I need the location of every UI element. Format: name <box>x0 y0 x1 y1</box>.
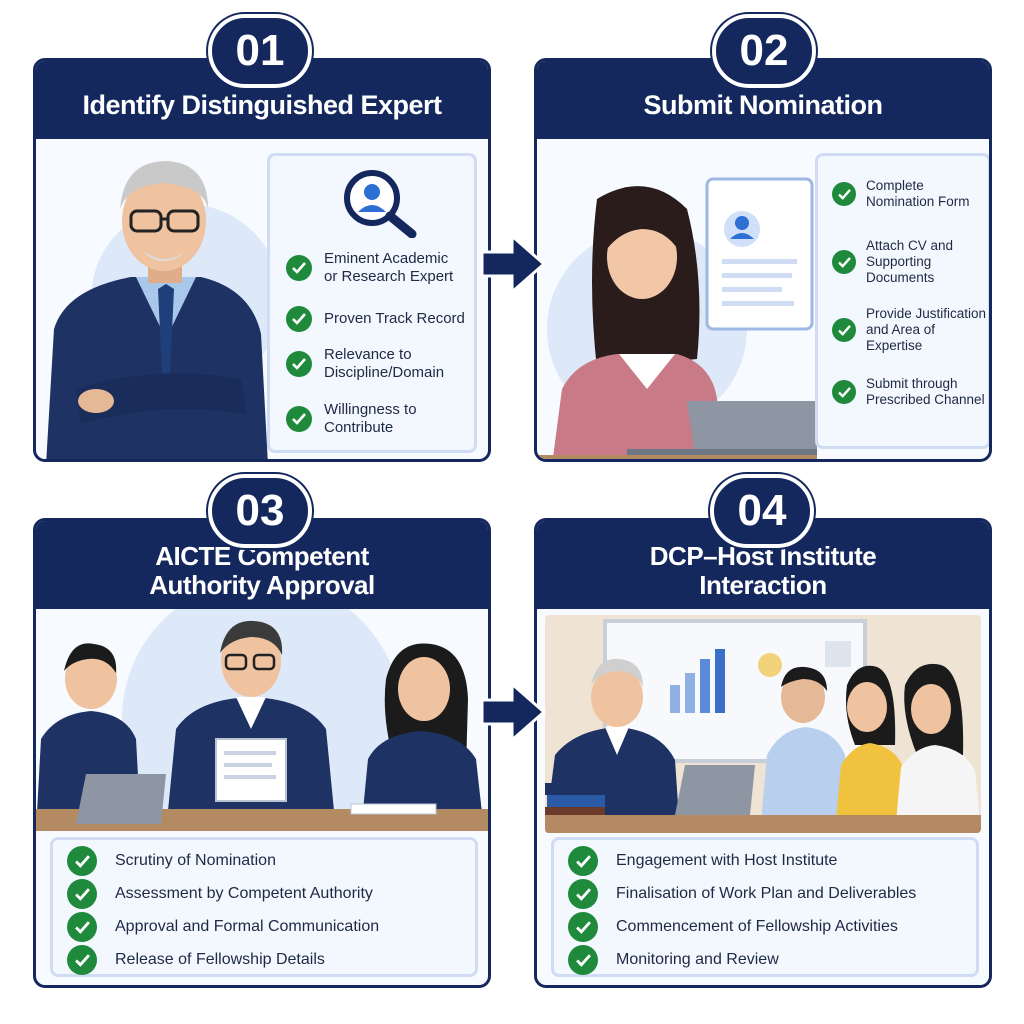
step-4-number: 04 <box>737 486 787 535</box>
check-icon <box>67 912 97 942</box>
step-4-title-line2: Interaction <box>699 570 827 600</box>
applicant-laptop-illustration <box>537 139 817 459</box>
nomination-line: and Area of Expertise <box>866 322 936 354</box>
step-4-header: DCP–Host Institute Interaction <box>537 521 989 609</box>
approval-item: Approval and Formal Communication <box>67 912 379 942</box>
arrow-right-icon <box>480 232 547 296</box>
criteria-line: Willingness to <box>324 401 417 418</box>
step-2-card: Submit Nomination <box>534 58 992 462</box>
nomination-line: Complete <box>866 178 924 193</box>
interaction-item: Finalisation of Work Plan and Deliverabl… <box>568 879 916 909</box>
criteria-line: or Research Expert <box>324 268 454 285</box>
approval-meeting-illustration <box>36 609 488 831</box>
approval-line: Scrutiny of Nomination <box>115 852 276 870</box>
step-2-number: 02 <box>739 26 789 75</box>
step-1-title: Identify Distinguished Expert <box>82 89 442 120</box>
approval-item: Assessment by Competent Authority <box>67 879 373 909</box>
search-user-icon <box>340 168 422 243</box>
step-4-number-badge: 04 <box>710 474 814 548</box>
step-3-card: AICTE Competent Authority Approval <box>33 518 491 988</box>
criteria-line: Contribute <box>324 419 394 436</box>
check-icon <box>286 406 312 432</box>
step-3-number: 03 <box>235 486 285 535</box>
check-icon <box>286 351 312 377</box>
nomination-line: Nomination Form <box>866 194 970 210</box>
check-icon <box>568 879 598 909</box>
interaction-item: Engagement with Host Institute <box>568 846 837 876</box>
step-3-title-line2: Authority Approval <box>149 570 375 600</box>
step-1-number: 01 <box>235 26 285 75</box>
criteria-line: Proven Track Record <box>324 310 465 327</box>
nomination-line: Attach CV and <box>866 238 954 253</box>
step-1-number-badge: 01 <box>208 14 312 88</box>
nomination-line: Supporting Documents <box>866 254 935 286</box>
step-4-card: DCP–Host Institute Interaction <box>534 518 992 988</box>
check-icon <box>286 306 312 332</box>
interaction-item: Commencement of Fellowship Activities <box>568 912 898 942</box>
step-3-header: AICTE Competent Authority Approval <box>36 521 488 609</box>
check-icon <box>832 250 856 275</box>
interaction-line: Commencement of Fellowship Activities <box>616 918 898 936</box>
check-icon <box>568 945 598 975</box>
step-2-title: Submit Nomination <box>643 89 883 120</box>
check-icon <box>832 380 856 405</box>
senior-expert-illustration <box>36 139 268 459</box>
check-icon <box>67 945 97 975</box>
nomination-line: Prescribed Channel <box>866 392 985 408</box>
institute-interaction-illustration <box>545 615 981 833</box>
check-icon <box>568 912 598 942</box>
interaction-line: Monitoring and Review <box>616 951 779 969</box>
approval-line: Approval and Formal Communication <box>115 918 380 936</box>
check-icon <box>286 255 312 281</box>
nomination-line: Submit through <box>866 376 958 391</box>
check-icon <box>67 879 97 909</box>
check-icon <box>67 846 97 876</box>
approval-line: Release of Fellowship Details <box>115 951 325 969</box>
step-2-number-badge: 02 <box>712 14 816 88</box>
criteria-line: Relevance to <box>324 346 412 363</box>
criteria-line: Eminent Academic <box>324 250 449 267</box>
approval-item: Scrutiny of Nomination <box>67 846 276 876</box>
approval-line: Assessment by Competent Authority <box>115 885 373 903</box>
step-1-card: Identify Distinguished Expert <box>33 58 491 462</box>
check-icon <box>832 182 856 207</box>
interaction-line: Engagement with Host Institute <box>616 852 838 870</box>
check-icon <box>568 846 598 876</box>
step-3-number-badge: 03 <box>208 474 312 548</box>
criteria-item: Proven Track Record <box>286 306 465 332</box>
interaction-line: Finalisation of Work Plan and Deliverabl… <box>616 885 917 903</box>
check-icon <box>832 318 856 343</box>
arrow-right-icon <box>480 680 547 744</box>
nomination-line: Provide Justification <box>866 306 987 321</box>
step-4-steps-panel: Engagement with Host Institute Finalisat… <box>551 837 979 977</box>
step-3-steps-panel: Scrutiny of Nomination Assessment by Com… <box>50 837 478 977</box>
criteria-line: Discipline/Domain <box>324 364 445 381</box>
interaction-item: Monitoring and Review <box>568 945 779 975</box>
approval-item: Release of Fellowship Details <box>67 945 325 975</box>
